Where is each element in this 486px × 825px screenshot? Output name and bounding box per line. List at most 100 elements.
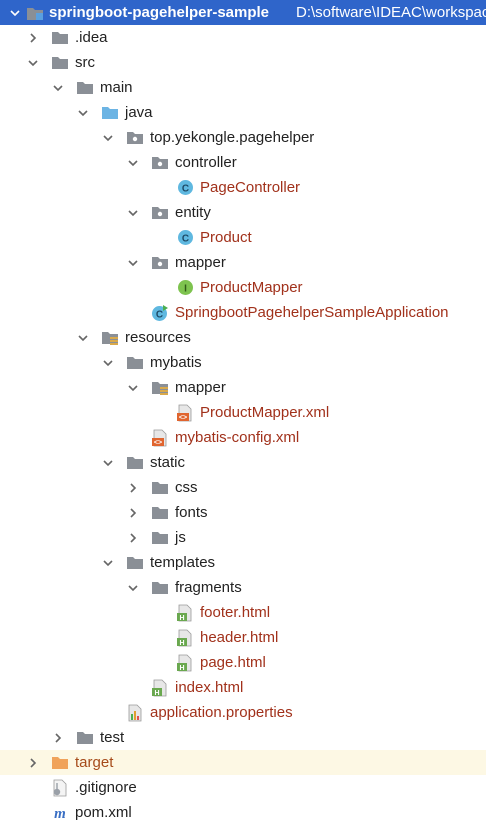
tree-label: templates: [150, 554, 216, 571]
chevron-down-icon[interactable]: [126, 250, 140, 275]
svg-text:<>: <>: [179, 414, 187, 421]
chevron-right-icon[interactable]: [126, 525, 140, 550]
tree-row-js[interactable]: js: [0, 525, 486, 550]
tree-row-package[interactable]: top.yekongle.pagehelper: [0, 125, 486, 150]
resources-folder-icon: [151, 375, 169, 400]
chevron-down-icon[interactable]: [76, 325, 90, 350]
tree-row-main[interactable]: main: [0, 75, 486, 100]
tree-label: mapper: [175, 254, 226, 271]
folder-icon: [51, 50, 69, 75]
tree-label: mybatis-config.xml: [175, 429, 300, 446]
chevron-down-icon[interactable]: [126, 200, 140, 225]
svg-text:H: H: [179, 665, 184, 672]
folder-icon: [151, 500, 169, 525]
tree-row-resources[interactable]: resources: [0, 325, 486, 350]
chevron-down-icon[interactable]: [26, 50, 40, 75]
tree-label: ProductMapper.xml: [200, 404, 330, 421]
tree-row-css[interactable]: css: [0, 475, 486, 500]
chevron-down-icon[interactable]: [51, 75, 65, 100]
tree-row-product-mapper[interactable]: I ProductMapper: [0, 275, 486, 300]
tree-row-src[interactable]: src: [0, 50, 486, 75]
tree-label: controller: [175, 154, 237, 171]
maven-file-icon: m: [51, 800, 69, 825]
tree-row-product-mapper-xml[interactable]: <> ProductMapper.xml: [0, 400, 486, 425]
tree-row-gitignore[interactable]: .gitignore: [0, 775, 486, 800]
folder-icon: [151, 575, 169, 600]
chevron-right-icon[interactable]: [126, 500, 140, 525]
tree-label: Product: [200, 229, 252, 246]
folder-icon: [76, 75, 94, 100]
project-folder-icon: [26, 0, 44, 25]
tree-label: resources: [125, 329, 191, 346]
tree-row-pom[interactable]: m pom.xml: [0, 800, 486, 825]
spring-boot-class-icon: C: [151, 300, 169, 325]
html-file-icon: H: [151, 675, 169, 700]
tree-label: ProductMapper: [200, 279, 303, 296]
chevron-down-icon[interactable]: [76, 100, 90, 125]
tree-row-footer-html[interactable]: H footer.html: [0, 600, 486, 625]
tree-row-page-controller[interactable]: C PageController: [0, 175, 486, 200]
chevron-down-icon[interactable]: [101, 125, 115, 150]
chevron-down-icon[interactable]: [126, 150, 140, 175]
chevron-down-icon[interactable]: [101, 350, 115, 375]
tree-row-templates[interactable]: templates: [0, 550, 486, 575]
folder-icon: [126, 550, 144, 575]
tree-row-product[interactable]: C Product: [0, 225, 486, 250]
package-icon: [151, 150, 169, 175]
chevron-right-icon[interactable]: [51, 725, 65, 750]
chevron-down-icon[interactable]: [126, 575, 140, 600]
tree-row-controller[interactable]: controller: [0, 150, 486, 175]
folder-icon: [126, 350, 144, 375]
tree-row-fonts[interactable]: fonts: [0, 500, 486, 525]
tree-row-res-mapper[interactable]: mapper: [0, 375, 486, 400]
tree-row-mybatis[interactable]: mybatis: [0, 350, 486, 375]
folder-icon: [76, 725, 94, 750]
tree-row-target[interactable]: target: [0, 750, 486, 775]
tree-row-java[interactable]: java: [0, 100, 486, 125]
svg-text:C: C: [181, 234, 188, 245]
tree-label: index.html: [175, 679, 244, 696]
folder-icon: [151, 475, 169, 500]
resources-folder-icon: [101, 325, 119, 350]
chevron-down-icon[interactable]: [101, 450, 115, 475]
folder-icon: [126, 450, 144, 475]
chevron-right-icon[interactable]: [26, 25, 40, 50]
tree-row-entity[interactable]: entity: [0, 200, 486, 225]
tree-label: src: [75, 54, 95, 71]
tree-row-page-html[interactable]: H page.html: [0, 650, 486, 675]
chevron-down-icon[interactable]: [101, 550, 115, 575]
tree-label: page.html: [200, 654, 266, 671]
tree-row-static[interactable]: static: [0, 450, 486, 475]
html-file-icon: H: [176, 650, 194, 675]
tree-label: css: [175, 479, 198, 496]
tree-row-mybatis-config[interactable]: <> mybatis-config.xml: [0, 425, 486, 450]
chevron-right-icon[interactable]: [26, 750, 40, 775]
tree-row-mapper[interactable]: mapper: [0, 250, 486, 275]
chevron-down-icon[interactable]: [126, 375, 140, 400]
interface-icon: I: [176, 275, 194, 300]
tree-row-fragments[interactable]: fragments: [0, 575, 486, 600]
tree-row-index-html[interactable]: H index.html: [0, 675, 486, 700]
tree-row-header-html[interactable]: H header.html: [0, 625, 486, 650]
tree-row-app-class[interactable]: C SpringbootPagehelperSampleApplication: [0, 300, 486, 325]
tree-row-project-root[interactable]: springboot-pagehelper-sample D:\software…: [0, 0, 486, 25]
tree-label: main: [100, 79, 133, 96]
chevron-down-icon[interactable]: [8, 0, 22, 25]
tree-label: mapper: [175, 379, 226, 396]
class-icon: C: [176, 175, 194, 200]
tree-row-test[interactable]: test: [0, 725, 486, 750]
tree-label: PageController: [200, 179, 301, 196]
tree-label: static: [150, 454, 186, 471]
tree-label: java: [125, 104, 153, 121]
svg-text:H: H: [179, 615, 184, 622]
tree-row-app-properties[interactable]: application.properties: [0, 700, 486, 725]
html-file-icon: H: [176, 600, 194, 625]
tree-label: .gitignore: [75, 779, 137, 796]
tree-row-idea[interactable]: .idea: [0, 25, 486, 50]
chevron-right-icon[interactable]: [126, 475, 140, 500]
html-file-icon: H: [176, 625, 194, 650]
folder-icon: [51, 25, 69, 50]
tree-label: fonts: [175, 504, 208, 521]
xml-file-icon: <>: [151, 425, 169, 450]
properties-file-icon: [126, 700, 144, 725]
